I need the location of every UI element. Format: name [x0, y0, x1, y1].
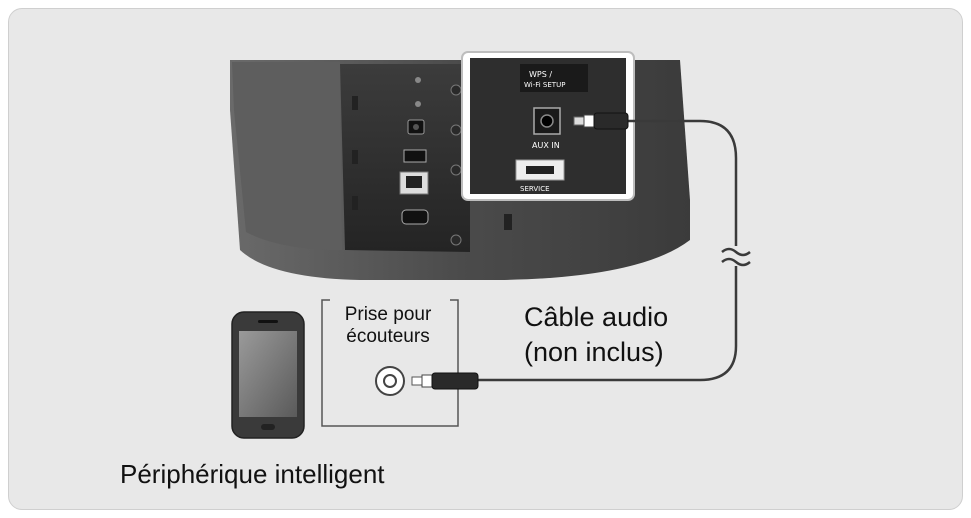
audio-cable-label-line2: (non inclus)	[524, 337, 664, 367]
audio-cable	[478, 119, 738, 382]
aux-in-label: AUX IN	[532, 141, 560, 150]
audio-cable-label: Câble audio (non inclus)	[524, 300, 668, 370]
wifi-setup-label: Wi-Fi SETUP	[524, 81, 565, 89]
smart-device-label: Périphérique intelligent	[120, 459, 385, 489]
headphone-jack-callout	[321, 299, 459, 427]
service-label: SERVICE	[520, 185, 550, 193]
smartphone-icon	[231, 311, 305, 439]
audio-plug-icon	[573, 112, 629, 130]
cable-break-icon	[721, 246, 751, 267]
headphone-jack-label-line1: Prise pour	[344, 304, 432, 325]
headphone-jack-label-line2: écouteurs	[346, 326, 430, 347]
wps-label: WPS /	[529, 70, 552, 79]
audio-cable-label-line1: Câble audio	[524, 302, 669, 332]
headphone-jack-icon	[411, 372, 479, 390]
headphone-jack-label: Prise pour écouteurs	[334, 304, 442, 348]
